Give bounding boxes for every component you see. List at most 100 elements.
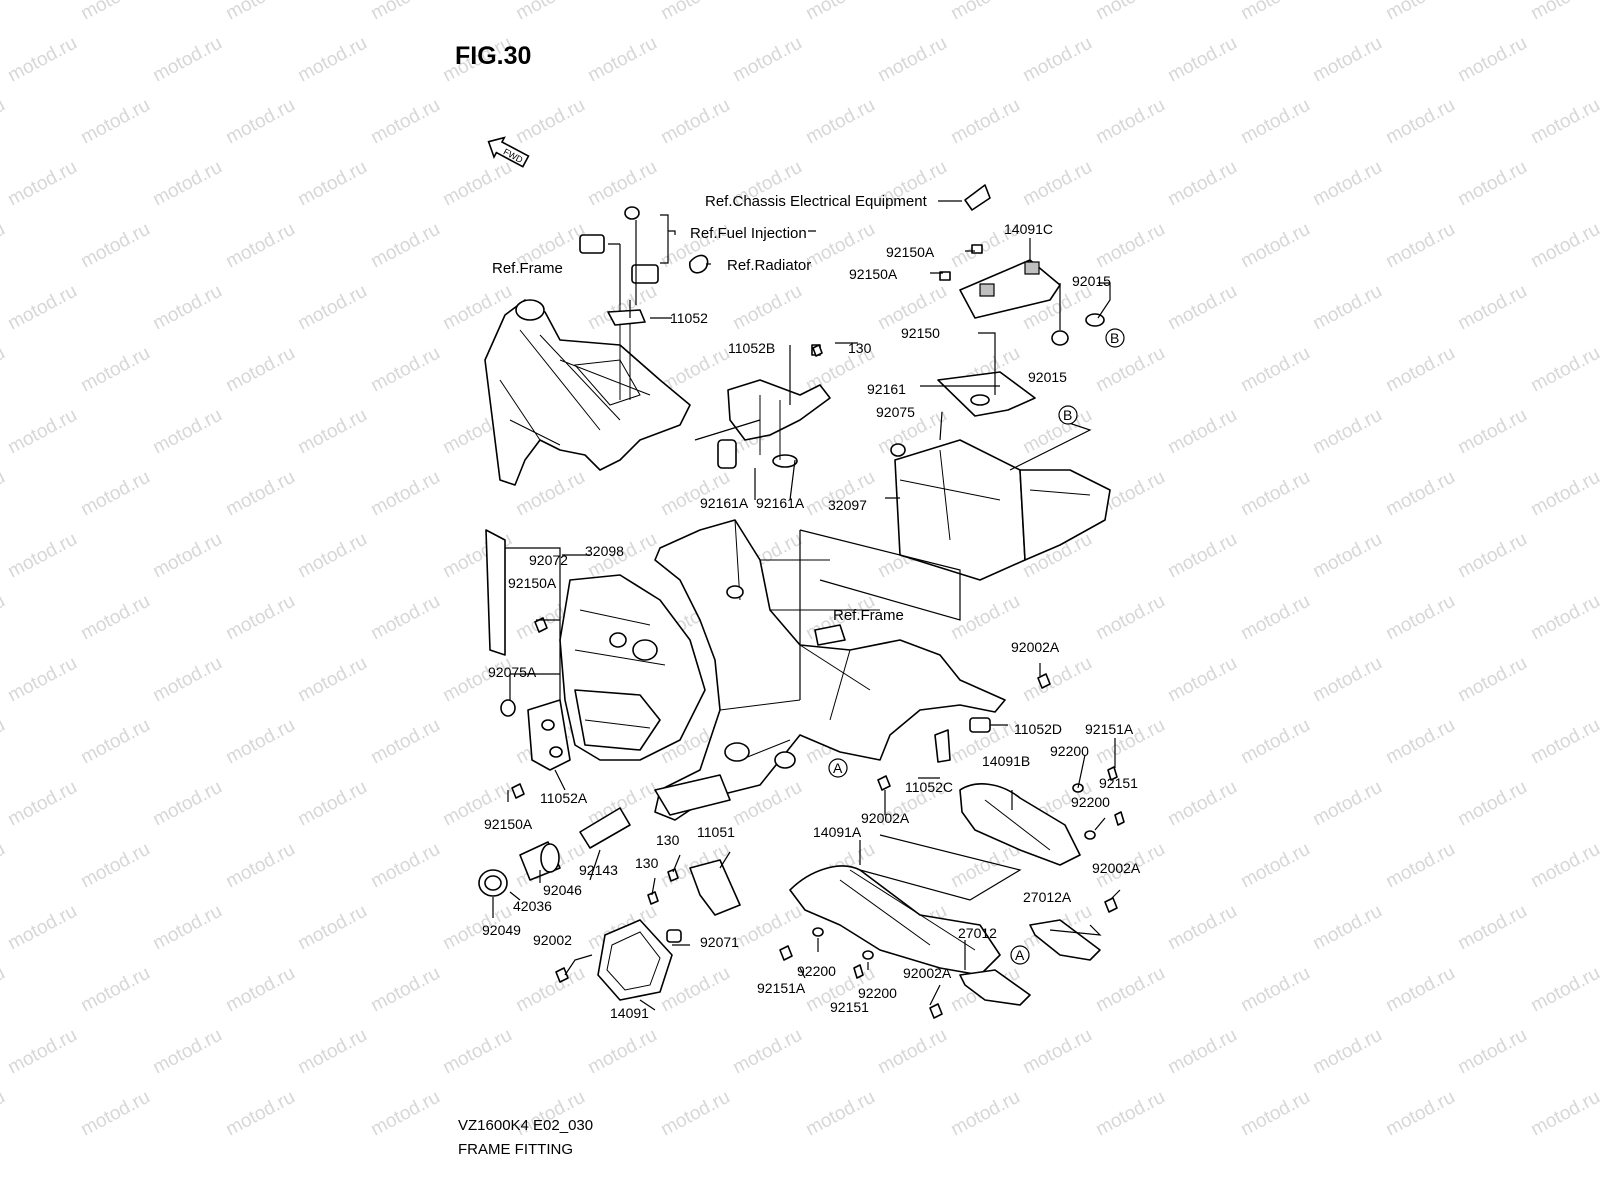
- pivot-collars: [478, 774, 731, 897]
- watermark-text: motod.ru: [4, 901, 80, 955]
- part-label: 27012A: [1023, 889, 1072, 905]
- watermark-text: motod.ru: [1019, 1025, 1095, 1079]
- watermark-text: motod.ru: [367, 219, 443, 273]
- watermark-text: motod.ru: [439, 157, 515, 211]
- watermark-text: motod.ru: [1527, 95, 1600, 149]
- fasteners: [511, 344, 1125, 1019]
- watermark-text: motod.ru: [657, 0, 733, 24]
- watermark-text: motod.ru: [149, 529, 225, 583]
- part-label: 11052B: [728, 340, 775, 356]
- watermark-text: motod.ru: [77, 591, 153, 645]
- part-label: 130: [656, 832, 680, 848]
- part-label: 92072: [529, 552, 568, 568]
- watermark-text: motod.ru: [4, 777, 80, 831]
- marker-b-mid: B: [1058, 405, 1078, 425]
- watermark-text: motod.ru: [1454, 1025, 1530, 1079]
- watermark-text: motod.ru: [1092, 343, 1168, 397]
- ref-frame-mid: Ref.Frame: [833, 607, 904, 624]
- watermark-text: motod.ru: [1382, 715, 1458, 769]
- part-label: 92151: [830, 999, 869, 1015]
- marker-b-top: B: [1105, 328, 1125, 348]
- watermark-text: motod.ru: [4, 157, 80, 211]
- watermark-text: motod.ru: [1164, 901, 1240, 955]
- watermark-text: motod.ru: [1019, 405, 1095, 459]
- watermark-text: motod.ru: [4, 653, 80, 707]
- watermark-text: motod.ru: [657, 95, 733, 149]
- svg-text:B: B: [1063, 407, 1072, 423]
- watermark-text: motod.ru: [367, 95, 443, 149]
- svg-text:B: B: [1110, 330, 1119, 346]
- watermark-text: motod.ru: [1382, 963, 1458, 1017]
- watermark-text: motod.ru: [0, 1087, 9, 1141]
- part-label: 92150: [901, 325, 940, 341]
- reflector-14091: [597, 859, 741, 1001]
- watermark-text: motod.ru: [1382, 343, 1458, 397]
- watermark-text: motod.ru: [294, 405, 370, 459]
- part-label: 92200: [858, 985, 897, 1001]
- part-label: 92075A: [488, 664, 537, 680]
- watermark-text: motod.ru: [1527, 963, 1600, 1017]
- watermark-text: motod.ru: [1309, 281, 1385, 335]
- marker-a-right: A: [1010, 945, 1030, 965]
- watermark-text: motod.ru: [77, 839, 153, 893]
- watermark-text: motod.ru: [222, 963, 298, 1017]
- model-code: VZ1600K4 E02_030: [458, 1117, 593, 1134]
- watermark-text: motod.ru: [1019, 653, 1095, 707]
- watermark-text: motod.ru: [1309, 653, 1385, 707]
- watermark-text: motod.ru: [149, 777, 225, 831]
- watermark-text: motod.ru: [1164, 529, 1240, 583]
- watermark-text: motod.ru: [222, 467, 298, 521]
- watermark-text: motod.ru: [77, 0, 153, 24]
- watermark-text: motod.ru: [1092, 0, 1168, 24]
- watermark-text: motod.ru: [4, 405, 80, 459]
- watermark-text: motod.ru: [0, 963, 9, 1017]
- watermark-text: motod.ru: [584, 1025, 660, 1079]
- watermark-text: motod.ru: [77, 95, 153, 149]
- watermark-text: motod.ru: [294, 281, 370, 335]
- watermark-text: motod.ru: [802, 219, 878, 273]
- watermark-text: motod.ru: [77, 715, 153, 769]
- watermark-text: motod.ru: [1164, 157, 1240, 211]
- watermark-text: motod.ru: [294, 33, 370, 87]
- watermark-text: motod.ru: [222, 0, 298, 24]
- watermark-text: motod.ru: [1309, 529, 1385, 583]
- watermark-text: motod.ru: [1237, 219, 1313, 273]
- watermark-text: motod.ru: [1382, 219, 1458, 273]
- watermark-text: motod.ru: [729, 1025, 805, 1079]
- watermark-text: motod.ru: [1019, 33, 1095, 87]
- watermark-text: motod.ru: [512, 95, 588, 149]
- leader-lines: [492, 200, 1121, 1011]
- svg-text:A: A: [1015, 947, 1025, 963]
- watermark-text: motod.ru: [294, 901, 370, 955]
- part-label: 92200: [1071, 794, 1110, 810]
- ref-frame-top: Ref.Frame: [492, 260, 563, 277]
- part-label: 92151: [1099, 775, 1138, 791]
- ref-fuel-injection: Ref.Fuel Injection: [690, 225, 807, 242]
- part-label: 11052: [670, 310, 708, 326]
- watermark-text: motod.ru: [1092, 1087, 1168, 1141]
- part-label: 11052D: [1014, 721, 1062, 737]
- watermark-text: motod.ru: [77, 219, 153, 273]
- watermark-text: motod.ru: [149, 901, 225, 955]
- watermark-text: motod.ru: [657, 963, 733, 1017]
- watermark-text: motod.ru: [222, 839, 298, 893]
- watermark-text: motod.ru: [1454, 157, 1530, 211]
- watermark-text: motod.ru: [0, 0, 9, 24]
- figure-caption: FRAME FITTING: [458, 1141, 573, 1158]
- watermark-text: motod.ru: [77, 963, 153, 1017]
- watermark-text: motod.ru: [657, 1087, 733, 1141]
- watermark-text: motod.ru: [1092, 591, 1168, 645]
- watermark-text: motod.ru: [1382, 591, 1458, 645]
- watermark-text: motod.ru: [947, 95, 1023, 149]
- watermark-text: motod.ru: [294, 1025, 370, 1079]
- part-label: 27012: [958, 925, 997, 941]
- part-label: 14091C: [1004, 221, 1053, 237]
- watermark-text: motod.ru: [1382, 1087, 1458, 1141]
- cover-14091a: [789, 865, 1001, 976]
- watermark-text: motod.ru: [294, 653, 370, 707]
- watermark-text: motod.ru: [512, 0, 588, 24]
- ref-chassis-electrical: Ref.Chassis Electrical Equipment: [705, 193, 928, 210]
- part-label: 32097: [828, 497, 867, 513]
- watermark-text: motod.ru: [0, 343, 9, 397]
- part-label: 92002: [533, 932, 572, 948]
